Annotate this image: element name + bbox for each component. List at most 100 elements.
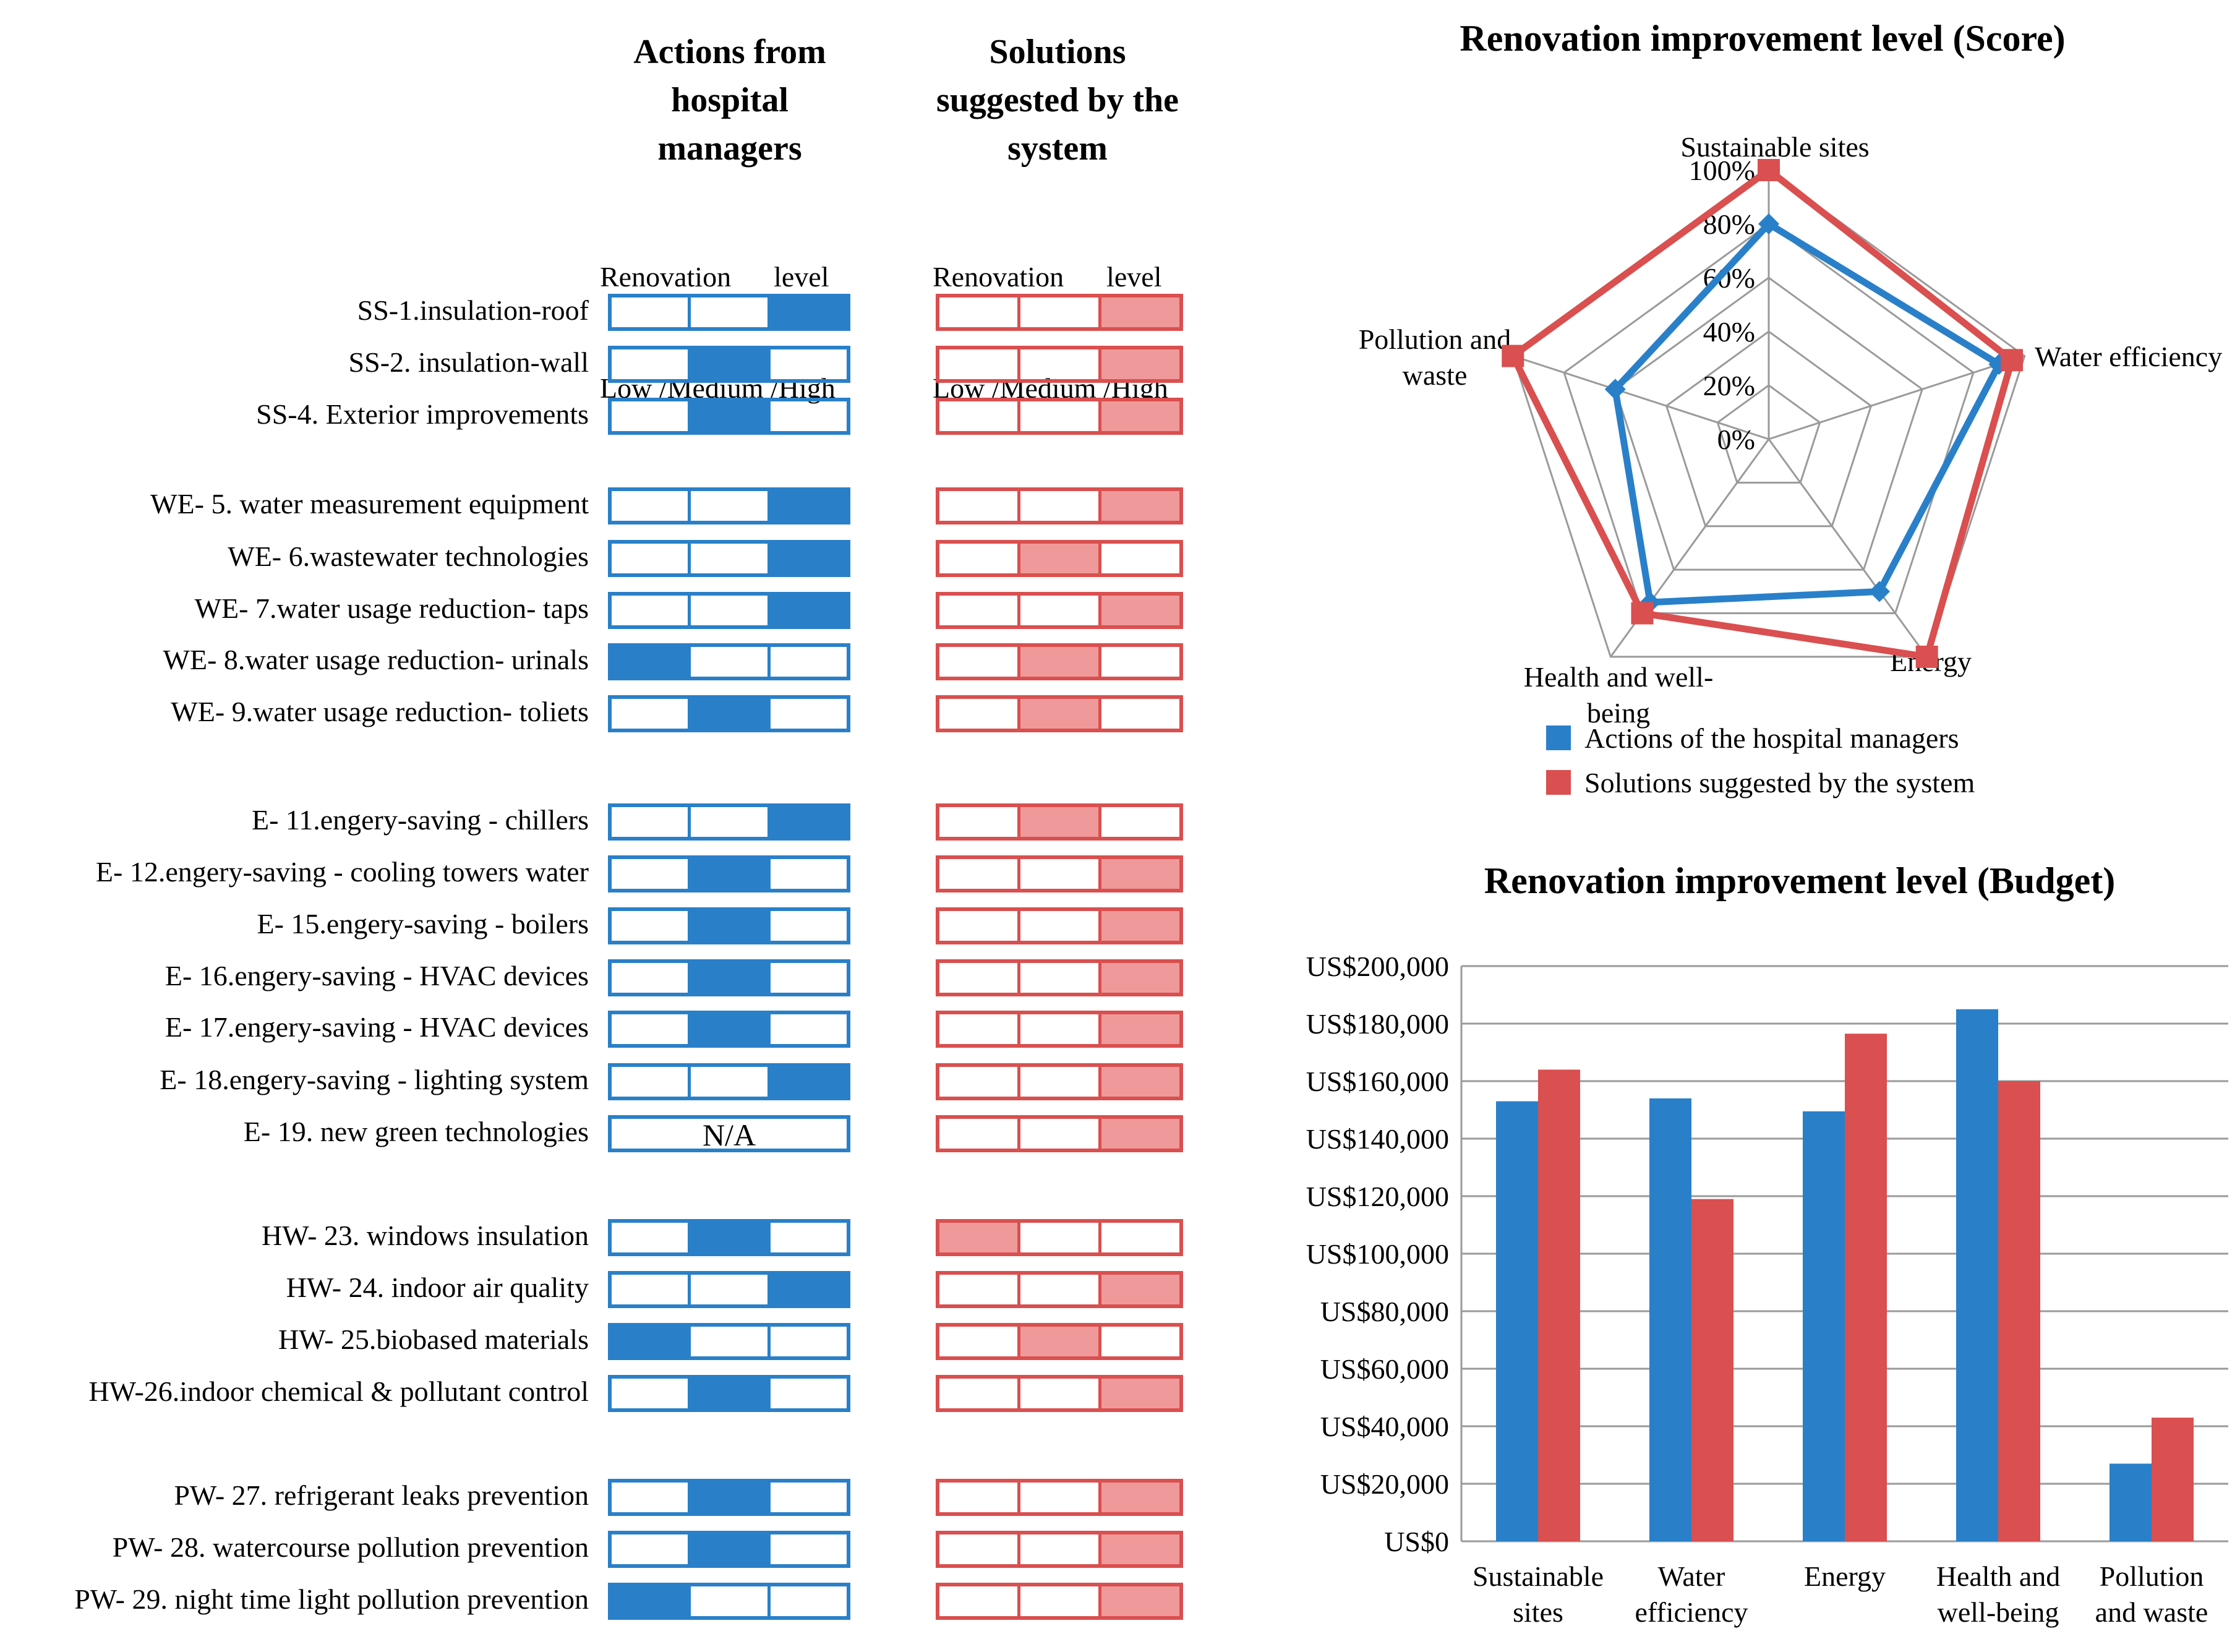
level-segment-medium [1017,1534,1098,1564]
system-level-bar [936,1323,1183,1360]
level-segment-low [939,1534,1017,1564]
level-segment-medium [1017,1014,1098,1044]
managers-header-line-1: Actions from [633,33,826,71]
level-segment-low [939,1119,1017,1149]
system-level-bar [936,398,1183,435]
level-segment-medium [688,1483,767,1512]
managers-level-bar: N/A [608,1115,850,1152]
managers-level-bar [608,959,850,996]
bar-y-tick-label: US$0 [1384,1526,1449,1557]
radar-spoke [1768,355,2025,440]
level-segment-low [939,807,1017,837]
radar-grid-ring [1716,384,1821,484]
system-level-bar [936,907,1183,944]
radar-chart-title: Renovation improvement level (Score) [1460,18,2066,59]
row-label: SS-1.insulation-roof [357,294,589,326]
bar-y-tick-label: US$60,000 [1320,1353,1449,1385]
level-segment-low [612,544,688,573]
level-segment-medium [688,544,767,573]
level-segment-low [939,963,1017,993]
system-header-line-2: suggested by the [936,81,1179,119]
row-label: E- 19. new green technologies [243,1116,589,1147]
bar-category-label: Sustainable [1473,1560,1604,1592]
level-segment-high [1098,1379,1179,1408]
legend-swatch [1546,725,1571,750]
level-segment-medium [1017,859,1098,889]
bar-y-tick-label: US$140,000 [1306,1123,1449,1155]
managers-level-bar [608,487,850,524]
row-label: PW- 28. watercourse pollution prevention [112,1531,589,1563]
bar-y-tick-label: US$160,000 [1306,1066,1449,1097]
bar-category-label: Water [1658,1560,1725,1592]
level-segment-medium [688,1067,767,1097]
radar-grid-ring [1665,330,1873,528]
bar-category-label: sites [1513,1596,1563,1628]
level-segment-high [1098,1586,1179,1616]
level-segment-medium [688,807,767,837]
system-level-bar [936,346,1183,383]
radar-series-line [1612,220,2003,606]
managers-header-line-2: hospital [671,81,789,119]
system-level-bar [936,1063,1183,1100]
level-segment-medium [688,401,767,431]
level-segment-high [1098,807,1179,837]
row-label: HW-26.indoor chemical & pollutant contro… [88,1376,589,1407]
system-level-bar [936,803,1183,841]
level-segment-low [939,1223,1017,1252]
row-label: WE- 5. water measurement equipment [150,488,589,520]
radar-point-marker [1868,581,1890,602]
system-level-bar [936,540,1183,577]
level-segment-medium [1017,349,1098,379]
radar-tick-label: 20% [1703,370,1755,401]
level-segment-high [767,1067,847,1097]
level-segment-low [939,647,1017,677]
level-segment-high [767,1327,847,1356]
radar-tick-label: 100% [1689,155,1755,186]
managers-header-line-3: managers [657,129,802,168]
level-segment-high [1098,1223,1179,1252]
level-segment-low [939,544,1017,573]
radar-point-marker [1631,602,1654,625]
level-segment-high [1098,647,1179,677]
managers-level-bar [608,592,850,629]
radar-category-label: waste [1403,359,1468,391]
level-segment-low [612,596,688,625]
radar-grid-ring [1563,223,1975,615]
level-segment-low [939,1275,1017,1304]
level-segment-high [767,297,847,327]
level-segment-medium [688,491,767,521]
level-segment-low [939,596,1017,625]
system-header-line-1: Solutions [989,33,1126,71]
bar-mark [1998,1081,2040,1541]
system-level-bar [936,1271,1183,1308]
bar-y-tick-label: US$120,000 [1306,1181,1449,1212]
bar-mark [1691,1199,1733,1541]
level-segment-medium [1017,1275,1098,1304]
level-segment-high [1098,1275,1179,1304]
level-segment-low [612,1223,688,1252]
level-segment-high [1098,963,1179,993]
level-segment-high [767,401,847,431]
level-segment-high [767,1586,847,1616]
managers-level-bar [608,294,850,331]
level-segment-low [612,297,688,327]
level-segment-low [612,491,688,521]
level-segment-high [767,647,847,677]
radar-point-marker [1758,213,1779,234]
level-segment-high [1098,1483,1179,1512]
row-label: E- 11.engery-saving - chillers [252,804,589,836]
level-segment-low [612,699,688,729]
managers-level-bar [608,907,850,944]
level-segment-high [1098,911,1179,941]
level-segment-low [612,401,688,431]
level-segment-high [767,1223,847,1252]
managers-level-bar [608,1063,850,1100]
radar-grid-ring [1614,276,1923,571]
level-segment-high [1098,297,1179,327]
level-segment-medium [1017,1483,1098,1512]
system-level-bar [936,1583,1183,1620]
level-segment-medium [688,297,767,327]
bar-y-tick-label: US$80,000 [1320,1296,1449,1327]
managers-level-bar [608,1479,850,1516]
level-segment-low [612,1483,688,1512]
